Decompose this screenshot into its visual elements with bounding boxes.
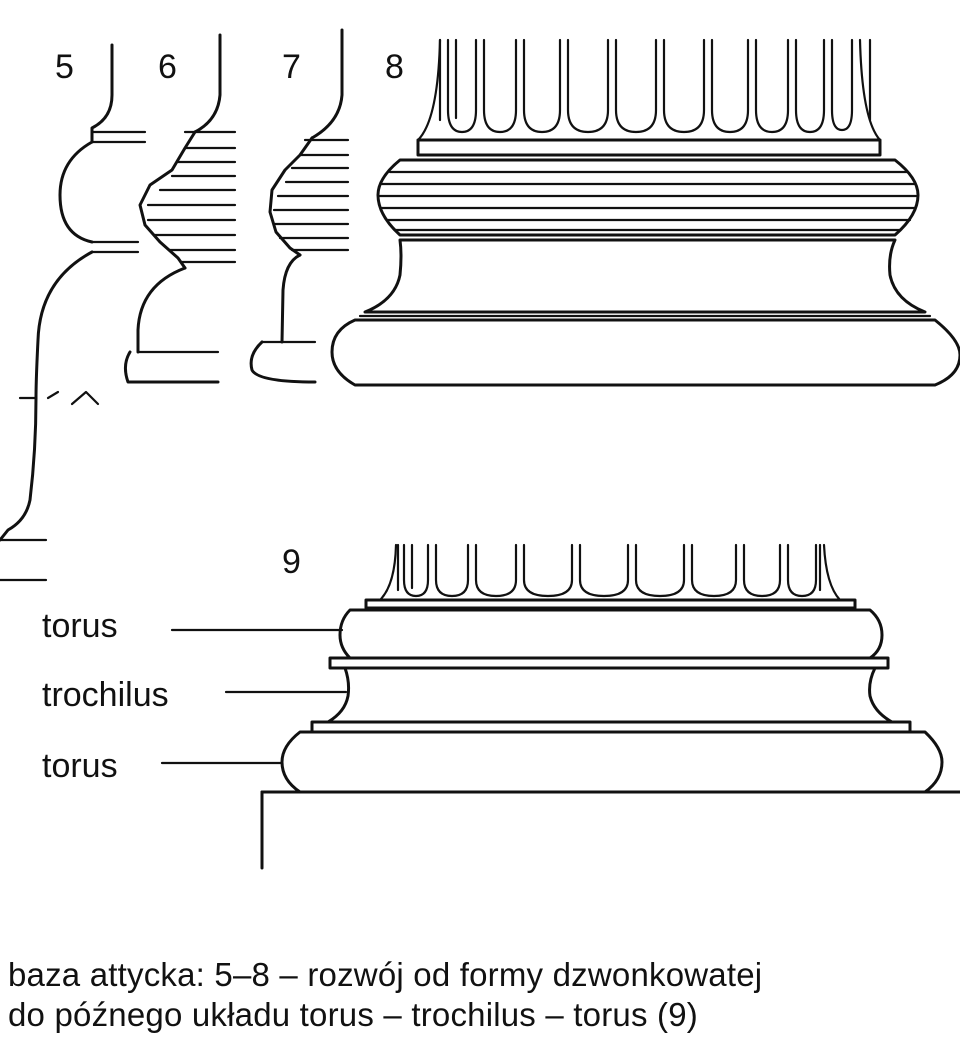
- profile-9: [260, 543, 960, 870]
- label-trochilus-text: trochilus: [42, 676, 169, 714]
- column-flutes-9: [378, 543, 842, 602]
- profile-5: [0, 43, 147, 582]
- profile-6: [123, 33, 237, 384]
- label-torus-upper: torus: [42, 607, 344, 645]
- figure-number-6: 6: [158, 48, 177, 86]
- label-torus-lower: torus: [42, 747, 284, 785]
- caption-line-2: do późnego układu torus – trochilus – to…: [8, 996, 698, 1033]
- label-trochilus: trochilus: [42, 676, 348, 714]
- figure-number-9: 9: [282, 543, 301, 581]
- profile-7: [249, 28, 350, 384]
- figure-number-5: 5: [55, 48, 74, 86]
- column-flutes-8: [416, 38, 882, 142]
- label-torus-lower-text: torus: [42, 747, 118, 785]
- figure-number-8: 8: [385, 48, 404, 86]
- figure-number-7: 7: [282, 48, 301, 86]
- profile-8: [330, 38, 960, 387]
- label-torus-upper-text: torus: [42, 607, 118, 645]
- caption-line-1: baza attycka: 5–8 – rozwój od formy dzwo…: [8, 956, 763, 993]
- figure-caption: baza attycka: 5–8 – rozwój od formy dzwo…: [8, 955, 958, 1035]
